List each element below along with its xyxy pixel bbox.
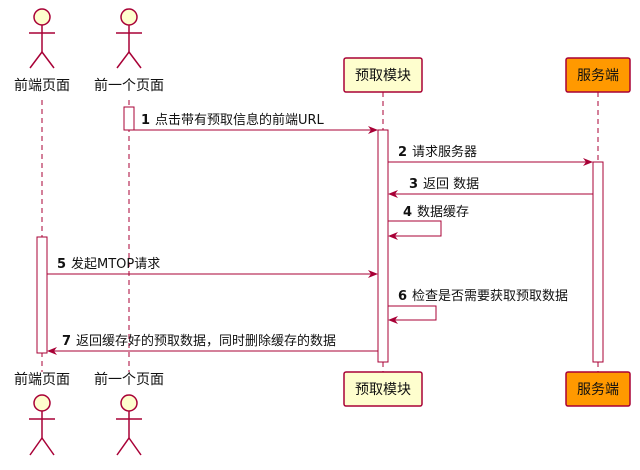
message-label-5: 发起MTOP请求 xyxy=(71,256,160,272)
message-number-7: 7 xyxy=(62,334,71,349)
participant-box-prefetch-module-bottom xyxy=(343,371,423,407)
actor-frontend-page-bottom xyxy=(29,394,55,456)
activation-server xyxy=(592,161,604,363)
actor-previous-page-top xyxy=(116,8,142,69)
actor-label-frontend-page-bottom: 前端页面 xyxy=(14,371,70,388)
message-label-1: 点击带有预取信息的前端URL xyxy=(155,112,325,128)
message-label-7: 返回缓存好的预取数据，同时删除缓存的数据 xyxy=(76,333,336,349)
message-number-6: 6 xyxy=(398,289,407,304)
message-number-5: 5 xyxy=(57,257,66,272)
actor-label-previous-page-bottom: 前一个页面 xyxy=(94,371,164,388)
participant-label-prefetch-module-bottom: 预取模块 xyxy=(355,382,411,398)
actor-label-frontend-page-top: 前端页面 xyxy=(14,77,70,94)
participant-label-server-bottom: 服务端 xyxy=(577,382,619,398)
activation-frontend-page xyxy=(36,236,48,354)
participant-label-server-top: 服务端 xyxy=(577,68,619,84)
message-number-2: 2 xyxy=(398,145,407,160)
message-label-2: 请求服务器 xyxy=(412,144,477,160)
participant-box-prefetch-module-top xyxy=(343,57,423,93)
message-label-4: 数据缓存 xyxy=(417,205,469,220)
actor-previous-page-bottom xyxy=(116,394,142,456)
message-arrow-4 xyxy=(388,220,442,240)
participant-box-server-top xyxy=(565,57,631,93)
activation-previous-page xyxy=(123,106,135,131)
message-number-4: 4 xyxy=(403,205,412,220)
participant-box-server-bottom xyxy=(565,371,631,407)
actor-frontend-page-top xyxy=(29,8,55,69)
message-number-3: 3 xyxy=(409,177,418,192)
participant-label-prefetch-module-top: 预取模块 xyxy=(355,68,411,84)
message-number-1: 1 xyxy=(141,113,150,128)
message-label-6: 检查是否需要获取预取数据 xyxy=(412,289,568,304)
activation-prefetch-module xyxy=(377,129,389,363)
message-arrow-6 xyxy=(388,305,437,324)
actor-label-previous-page-top: 前一个页面 xyxy=(94,77,164,94)
message-label-3: 返回 数据 xyxy=(423,177,479,192)
